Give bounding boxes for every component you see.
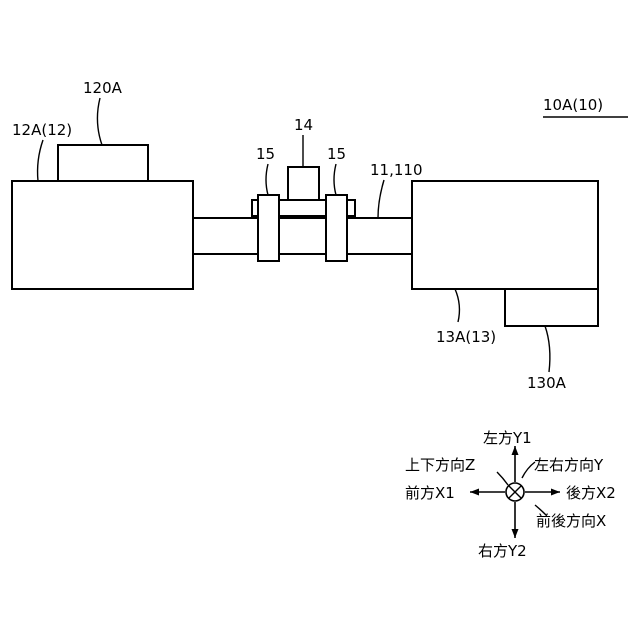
right-sub-label: 130A (527, 374, 567, 392)
right-clamp (326, 195, 347, 261)
leader-right-unit (455, 289, 459, 322)
axis-label-right-y2: 右方Y2 (478, 542, 527, 560)
clamp-label-right: 15 (327, 145, 346, 163)
leader-left-sub (97, 98, 102, 145)
leader-right-sub (545, 326, 550, 372)
leader-shaft (378, 180, 384, 218)
leader-clamp-left (266, 164, 268, 195)
right-unit-box (412, 181, 598, 289)
shaft (193, 218, 412, 254)
left-sub-label: 120A (83, 79, 123, 97)
right-unit-label: 13A(13) (436, 328, 496, 346)
clamp-label-left: 15 (256, 145, 275, 163)
figure-label: 10A(10) (543, 96, 603, 114)
axis-label-frontback-x: 前後方向X (536, 512, 606, 530)
axis-label-back-x2: 後方X2 (566, 484, 616, 502)
left-unit-box (12, 181, 193, 289)
axis-label-left-y1: 左方Y1 (483, 429, 532, 447)
right-sub-unit-box (505, 289, 598, 326)
axis-label-leftright-y: 左右方向Y (534, 456, 604, 474)
leader-updown-z (497, 472, 508, 485)
leader-left-unit (38, 140, 43, 181)
center-part-label: 14 (294, 116, 313, 134)
axis-label-front-x1: 前方X1 (405, 484, 455, 502)
center-part-box (288, 167, 319, 200)
leader-clamp-right (334, 164, 336, 195)
axis-label-updown-z: 上下方向Z (405, 456, 475, 474)
left-unit-label: 12A(12) (12, 121, 72, 139)
shaft-label: 11,110 (370, 161, 423, 179)
left-sub-unit-box (58, 145, 148, 181)
left-clamp (258, 195, 279, 261)
